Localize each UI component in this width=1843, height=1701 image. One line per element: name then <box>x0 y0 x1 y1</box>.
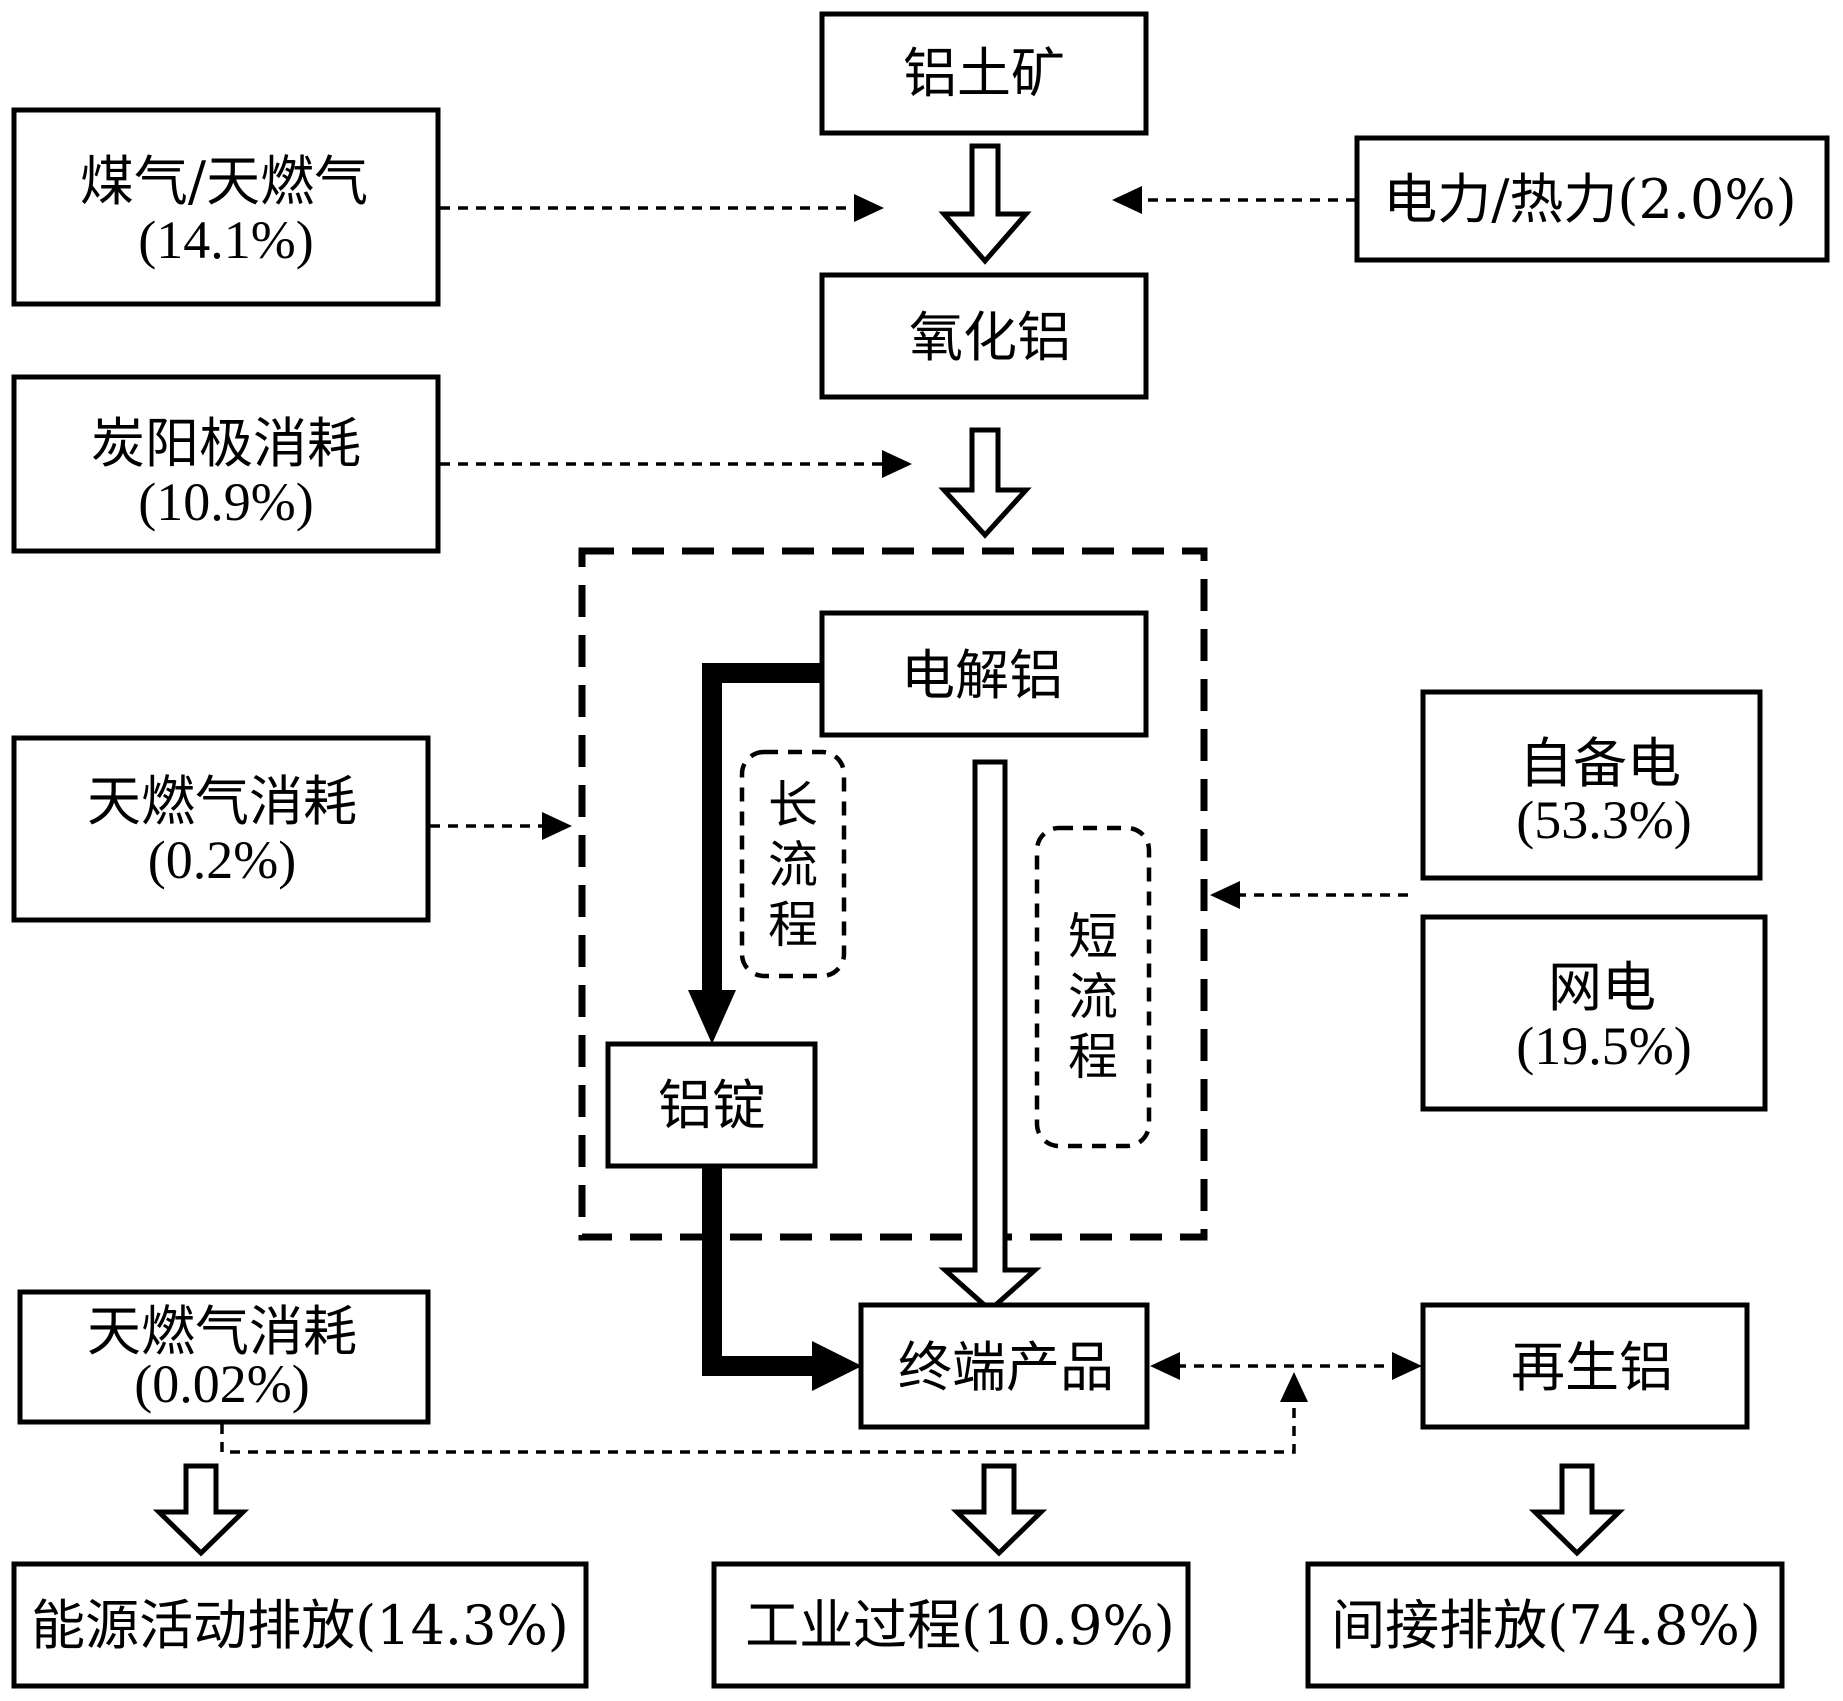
grid-power-box <box>1420 914 1768 1112</box>
arrow-to-industrial-process <box>950 1463 1048 1557</box>
electrolysis-boundary <box>578 547 1208 1241</box>
energy-emission-label: 能源活动排放(14.3%) <box>31 1594 569 1657</box>
grid-power-label: 网电 <box>1548 956 1656 1019</box>
self-power-box <box>1420 689 1763 881</box>
ingot-to-product-path <box>702 1166 820 1376</box>
long-route-char-3: 程 <box>768 896 818 954</box>
alumina-label: 氧化铝 <box>909 306 1071 369</box>
ingot-label: 铝锭 <box>658 1074 766 1137</box>
long-route-char-2: 流 <box>768 836 818 894</box>
end-product-label: 终端产品 <box>898 1336 1114 1399</box>
ingot-box <box>605 1041 818 1169</box>
short-route-char-2: 流 <box>1068 968 1118 1026</box>
arrow-short-route <box>938 759 1042 1314</box>
long-route-path <box>702 663 822 998</box>
dashed-power-source-arrow <box>1210 881 1408 909</box>
ingot-to-product-arrowhead <box>812 1341 862 1391</box>
electrolytic-al-label: 电解铝 <box>901 644 1063 707</box>
short-route-char-3: 程 <box>1068 1028 1118 1086</box>
end-product-box <box>858 1302 1150 1430</box>
arrow-to-indirect-emission <box>1528 1463 1626 1557</box>
energy-emission-box <box>11 1561 589 1689</box>
gas-box <box>11 107 441 307</box>
ng-consumption-1-label: 天燃气消耗 <box>87 770 357 833</box>
dashed-power-heat-arrow <box>1112 186 1356 214</box>
power-heat-label: 电力/热力(2.0%) <box>1383 168 1797 231</box>
gas-label: 煤气/天燃气 <box>80 150 368 213</box>
bauxite-box <box>819 11 1149 136</box>
dashed-gas-arrow <box>440 194 884 222</box>
arrow-bauxite-to-alumina <box>938 143 1032 265</box>
ng-consumption-2-pct: (0.02%) <box>134 1354 309 1414</box>
short-route-char-1: 短 <box>1068 908 1118 966</box>
recycled-al-label: 再生铝 <box>1511 1336 1673 1399</box>
alumina-box <box>819 272 1149 400</box>
dashed-ng2-link <box>220 1372 1308 1454</box>
dashed-ng1-arrow <box>430 812 572 840</box>
self-power-pct: (53.3%) <box>1516 790 1691 850</box>
carbon-anode-box <box>11 374 441 554</box>
grid-power-pct: (19.5%) <box>1516 1016 1691 1076</box>
carbon-anode-label: 炭阳极消耗 <box>91 412 361 475</box>
power-heat-box <box>1354 135 1830 263</box>
arrow-to-energy-emission <box>152 1463 250 1557</box>
ng-consumption-2-label: 天燃气消耗 <box>87 1300 357 1363</box>
ng-consumption-1-box <box>11 735 431 923</box>
electrolytic-al-box <box>819 610 1149 738</box>
arrow-alumina-to-electrolysis <box>938 427 1032 539</box>
indirect-emission-label: 间接排放(74.8%) <box>1331 1594 1761 1657</box>
industrial-process-box <box>711 1561 1191 1689</box>
dashed-anode-arrow <box>440 450 912 478</box>
industrial-process-label: 工业过程(10.9%) <box>745 1594 1175 1657</box>
recycled-al-box <box>1420 1302 1750 1430</box>
bauxite-label: 铝土矿 <box>903 42 1065 105</box>
long-route-frame <box>739 749 847 979</box>
gas-pct: (14.1%) <box>138 210 313 270</box>
short-route-frame <box>1034 825 1152 1149</box>
ng-consumption-1-pct: (0.2%) <box>148 830 296 890</box>
long-route-arrowhead <box>688 990 736 1044</box>
dashed-recycle-link <box>1150 1352 1422 1380</box>
indirect-emission-box <box>1305 1561 1785 1689</box>
long-route-char-1: 长 <box>768 776 818 834</box>
carbon-anode-pct: (10.9%) <box>138 472 313 532</box>
ng-consumption-2-box <box>17 1289 431 1425</box>
self-power-label: 自备电 <box>1519 732 1681 795</box>
